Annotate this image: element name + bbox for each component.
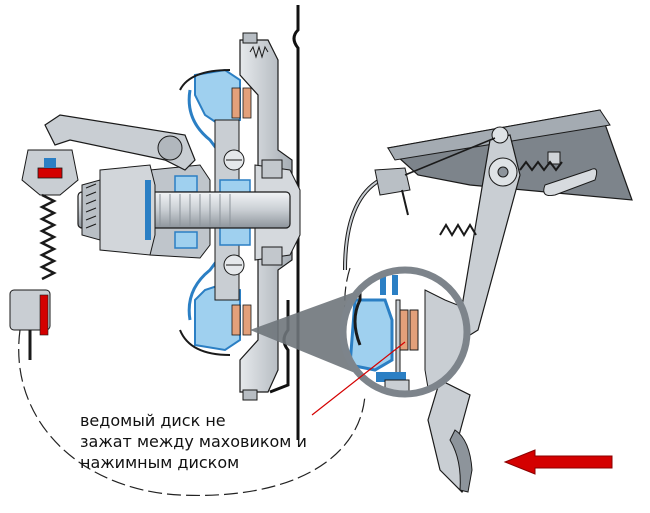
release-bearing-blue-top [174, 175, 198, 193]
caption-line-3: нажимным диском [80, 453, 240, 472]
dashed-outline [18, 329, 366, 497]
release-fork [44, 114, 196, 171]
diaphragm-spring [187, 89, 227, 321]
leader-line [311, 341, 406, 416]
cable-adjuster [374, 167, 411, 196]
release-bearing-blue-bottom [174, 231, 198, 249]
bracket-stop [547, 151, 561, 165]
friction-lining-bottom-b [242, 304, 252, 336]
bracket-slot [543, 168, 598, 196]
spring-icon [249, 45, 269, 59]
cable-pivot [491, 126, 509, 144]
cable-clamp-red [39, 294, 49, 336]
friction-lining-top-a [231, 87, 241, 119]
return-spring [39, 193, 57, 281]
arrow-left-icon [503, 449, 613, 475]
friction-lining-top-b [242, 87, 252, 119]
cable-end [401, 189, 409, 216]
cable-housing-inner [344, 179, 381, 271]
caption-line-2: зажат между маховиком и [80, 432, 307, 451]
zoom-cone [250, 290, 360, 375]
gear-teeth [81, 179, 101, 241]
gearbox-housing [99, 164, 156, 256]
caption-line-1: ведомый диск не [80, 411, 226, 430]
pedal-return-spring [519, 160, 563, 172]
lens-friction-a [399, 309, 409, 351]
cable-inner [404, 137, 496, 176]
flywheel-outline [292, 5, 300, 440]
pedal-pad [449, 429, 473, 493]
zoom-lens-icon [339, 266, 471, 398]
caption: ведомый диск не зажат между маховиком и … [80, 410, 360, 473]
actuator-red [37, 167, 63, 179]
shaft-seal [145, 180, 151, 240]
crank-bolt-top [261, 159, 283, 179]
lens-disc [395, 299, 401, 381]
assist-spring [439, 223, 477, 237]
flywheel-bolt-bottom [242, 389, 258, 401]
flywheel-bolt-top [242, 32, 258, 44]
fork-pivot [157, 135, 183, 161]
lens-friction-b [409, 309, 419, 351]
actuator-blue [44, 158, 56, 168]
friction-lining-bottom-a [231, 304, 241, 336]
crank-bolt-bottom [261, 246, 283, 266]
clutch-cover [179, 69, 231, 356]
